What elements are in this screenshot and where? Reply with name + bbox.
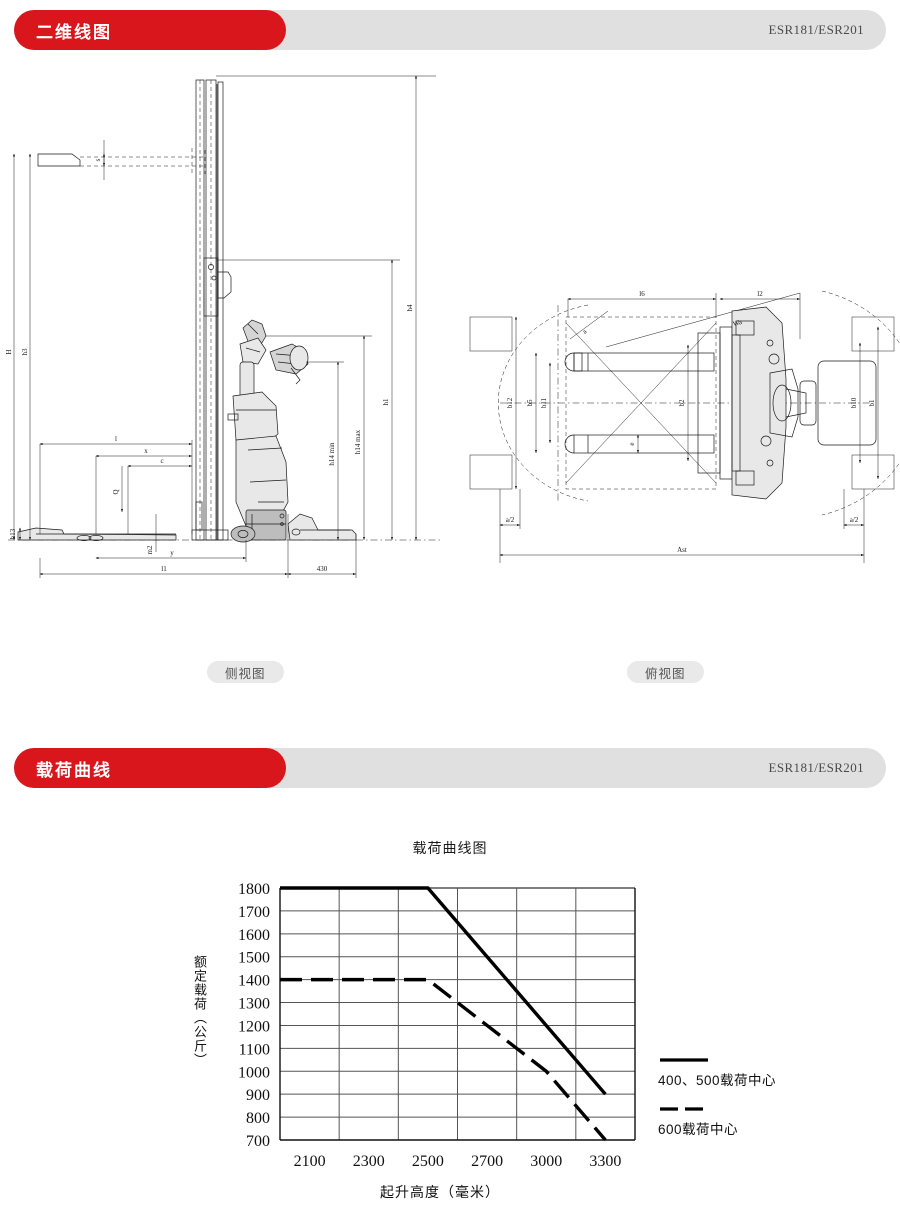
chart-title: 载荷曲线图	[412, 840, 488, 856]
drawings-svg: .ln { stroke:#1a1a1a; stroke-width:.7; f…	[5, 75, 900, 578]
svg-text:c: c	[160, 457, 163, 465]
svg-text:m2: m2	[146, 545, 154, 554]
svg-text:b10: b10	[850, 397, 858, 408]
svg-text:h1: h1	[382, 398, 390, 406]
load-curve-chart: 载荷曲线图 700 800 900 1000 1100 1200 1300 1400 1500 1…	[0, 830, 900, 1210]
section-header-drawings: 二维线图 ESR181/ESR201	[14, 10, 886, 50]
section-tag-load-curve: 载荷曲线	[14, 748, 286, 788]
svg-text:1300: 1300	[238, 996, 270, 1013]
svg-text:b11: b11	[540, 397, 548, 408]
svg-text:1100: 1100	[239, 1041, 270, 1058]
top-view-drawing: l6 l2 Wa a b12 b5 b11 e	[469, 290, 900, 563]
svg-text:b2: b2	[678, 399, 686, 407]
svg-text:b5: b5	[526, 399, 534, 407]
technical-drawings: .ln { stroke:#1a1a1a; stroke-width:.7; f…	[0, 62, 900, 642]
section-title-drawings: 二维线图	[36, 22, 112, 42]
legend-label-dashed: 600载荷中心	[658, 1122, 739, 1137]
svg-text:2700: 2700	[471, 1153, 503, 1170]
svg-text:l2: l2	[757, 290, 763, 298]
svg-text:h14 max: h14 max	[354, 429, 362, 454]
svg-text:700: 700	[246, 1133, 270, 1150]
svg-text:b12: b12	[506, 397, 514, 408]
svg-text:Q: Q	[112, 489, 120, 494]
chart-svg: 700 800 900 1000 1100 1200 1300 1400 1500 1600 170…	[238, 881, 636, 1170]
svg-text:a/2: a/2	[850, 516, 859, 524]
chart-gridlines	[279, 887, 636, 1141]
svg-text:h3: h3	[21, 348, 29, 356]
svg-text:900: 900	[246, 1087, 270, 1104]
svg-text:1800: 1800	[238, 881, 270, 898]
svg-text:h14 min: h14 min	[328, 442, 336, 466]
svg-text:2300: 2300	[353, 1153, 385, 1170]
svg-text:a: a	[581, 327, 590, 335]
section-tag-drawings: 二维线图	[14, 10, 286, 50]
svg-text:l1: l1	[161, 565, 167, 573]
svg-text:1000: 1000	[238, 1064, 270, 1081]
caption-side-view: 侧视图	[207, 661, 284, 683]
svg-text:3300: 3300	[589, 1153, 621, 1170]
svg-text:h13: h13	[9, 528, 17, 539]
svg-text:2100: 2100	[294, 1153, 326, 1170]
chart-y-axis-label: 额定载荷（公斤）	[192, 955, 207, 1067]
svg-text:2500: 2500	[412, 1153, 444, 1170]
svg-text:1400: 1400	[238, 973, 270, 990]
svg-text:800: 800	[246, 1110, 270, 1127]
svg-text:H: H	[5, 349, 13, 354]
side-view-drawing: H h3 s h13 h4 h1	[5, 75, 440, 578]
svg-text:x: x	[144, 447, 148, 455]
svg-text:Wa: Wa	[732, 318, 744, 328]
svg-text:1500: 1500	[238, 950, 270, 967]
legend-swatch-dashed	[658, 1104, 888, 1116]
caption-top-view: 俯视图	[627, 661, 704, 683]
model-label-load-curve: ESR181/ESR201	[768, 760, 864, 775]
legend-item-solid: 400、500载荷中心	[658, 1055, 888, 1090]
svg-text:1700: 1700	[238, 904, 270, 921]
svg-text:h4: h4	[406, 304, 414, 312]
legend-label-solid: 400、500载荷中心	[658, 1073, 777, 1088]
svg-text:3000: 3000	[530, 1153, 562, 1170]
svg-text:l6: l6	[639, 290, 645, 298]
model-label-drawings: ESR181/ESR201	[768, 22, 864, 37]
svg-text:430: 430	[317, 565, 328, 573]
chart-legend: 400、500载荷中心 600载荷中心	[658, 1055, 888, 1153]
svg-text:b1: b1	[868, 399, 876, 407]
svg-text:e: e	[628, 442, 636, 445]
legend-swatch-solid	[658, 1055, 888, 1067]
svg-text:s: s	[94, 158, 102, 161]
svg-text:y: y	[170, 549, 174, 557]
svg-text:a/2: a/2	[506, 516, 515, 524]
svg-text:Ast: Ast	[677, 546, 687, 554]
chart-x-axis-label: 起升高度（毫米）	[380, 1184, 500, 1200]
section-title-load-curve: 载荷曲线	[36, 760, 112, 780]
chart-series-lines	[280, 886, 607, 1142]
legend-item-dashed: 600载荷中心	[658, 1104, 888, 1139]
section-header-load-curve: 载荷曲线 ESR181/ESR201	[14, 748, 886, 788]
chart-tick-labels: 700 800 900 1000 1100 1200 1300 1400 1500 1600 170…	[238, 881, 621, 1170]
svg-text:1600: 1600	[238, 927, 270, 944]
svg-text:l: l	[115, 435, 117, 443]
svg-text:1200: 1200	[238, 1018, 270, 1035]
